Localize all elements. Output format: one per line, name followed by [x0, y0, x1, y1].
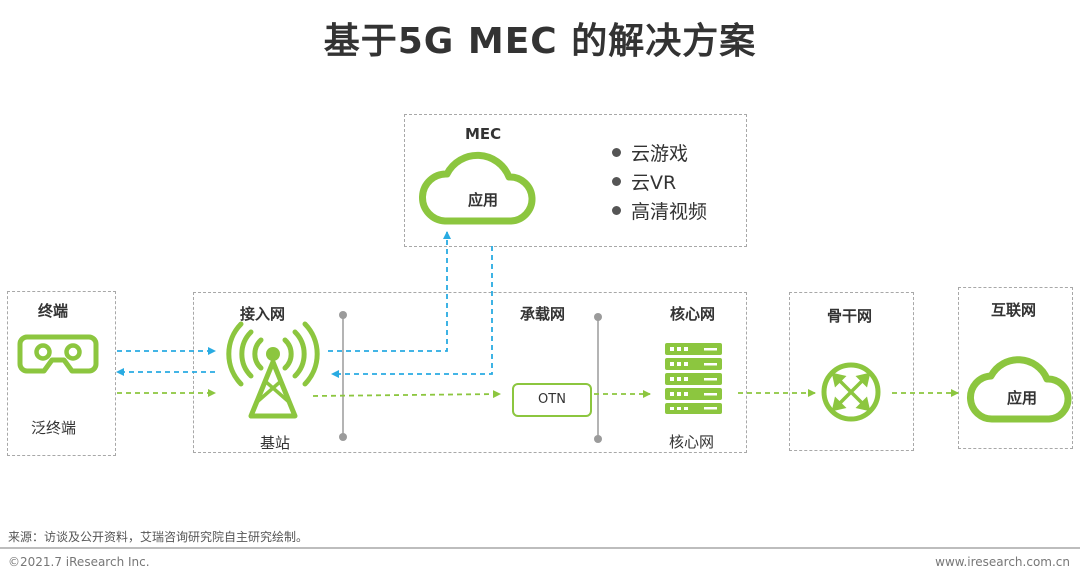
- core-network-label: 核心网: [670, 305, 716, 323]
- arrow-station-to-otn: [312, 390, 501, 399]
- bearer-network-label: 承载网: [520, 305, 566, 323]
- backbone-box: [789, 292, 914, 451]
- website-link[interactable]: www.iresearch.com.cn: [935, 555, 1070, 569]
- bullet-icon: [612, 206, 621, 215]
- cell-tower-icon: [226, 321, 320, 419]
- server-rack-icon: [665, 343, 722, 414]
- list-item: 云游戏: [612, 140, 707, 169]
- base-station-caption: 基站: [260, 434, 291, 452]
- copyright: ©2021.7 iResearch Inc.: [8, 555, 150, 569]
- backbone-network-label: 骨干网: [827, 307, 873, 325]
- vr-headset-icon: [17, 334, 99, 374]
- internet-cloud-icon: [967, 356, 1072, 423]
- mec-cloud-icon: [419, 151, 536, 225]
- internet-cloud-label: 应用: [1006, 389, 1037, 407]
- mec-box: [404, 114, 747, 247]
- list-item: 云VR: [612, 169, 707, 198]
- mec-label: MEC: [465, 125, 502, 143]
- list-item: 高清视频: [612, 198, 707, 227]
- bullet-icon: [612, 177, 621, 186]
- footer-divider: [0, 547, 1080, 549]
- source-note: 来源：访谈及公开资料，艾瑞咨询研究院自主研究绘制。: [8, 530, 309, 544]
- terminal-label: 终端: [38, 302, 69, 320]
- arrow-station-to-mec: [328, 231, 451, 352]
- arrow-mec-to-station: [331, 246, 493, 378]
- page-title: 基于5G MEC 的解决方案: [323, 21, 757, 62]
- internet-box: [958, 287, 1073, 449]
- otn-box: OTN: [512, 383, 592, 417]
- access-network-label: 接入网: [240, 305, 286, 323]
- separator-access-bearer: [339, 311, 347, 441]
- terminal-caption: 泛终端: [31, 419, 77, 437]
- separator-bearer-core: [594, 313, 602, 443]
- bullet-icon: [612, 148, 621, 157]
- router-icon: [821, 362, 881, 422]
- mec-service-list: 云游戏 云VR 高清视频: [612, 140, 707, 227]
- terminal-box: [7, 291, 116, 456]
- mec-cloud-label: 应用: [467, 191, 498, 209]
- internet-label: 互联网: [991, 301, 1037, 319]
- core-network-caption: 核心网: [669, 433, 715, 451]
